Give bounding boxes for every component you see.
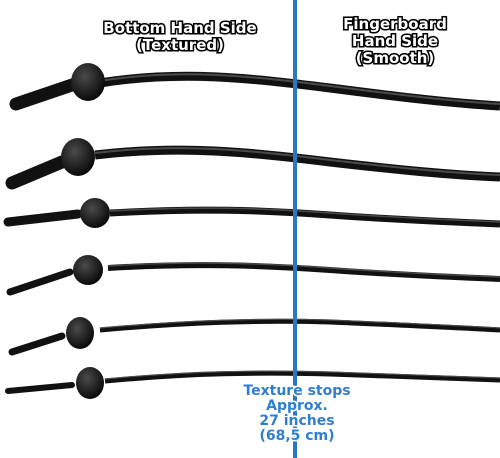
string-2 [5, 138, 500, 190]
note-line-2: Approx. [265, 397, 330, 415]
bottom-hand-side-title: Bottom Hand Side [102, 18, 258, 38]
texture-stop-note: Texture stops Approx. 27 inches (68,5 cm… [222, 382, 372, 445]
string-1 [9, 63, 500, 111]
string-6 [5, 367, 500, 399]
string-4 [6, 255, 500, 296]
bottom-hand-side-subtitle: (Textured) [135, 35, 226, 55]
bottom-hand-side-label: Bottom Hand Side (Textured) [80, 18, 280, 55]
note-line-1: Texture stops [242, 382, 352, 400]
string-5 [8, 317, 500, 356]
fingerboard-hand-side: Hand Side [350, 31, 439, 51]
fingerboard-hand-side-label: Fingerboard Hand Side (Smooth) [320, 14, 470, 68]
fingerboard-subtitle: (Smooth) [354, 48, 436, 68]
note-line-4: (68,5 cm) [258, 427, 336, 445]
string-3 [3, 198, 500, 228]
fingerboard-title: Fingerboard [342, 14, 449, 34]
note-line-3: 27 inches [258, 412, 336, 430]
texture-divider-line [293, 0, 297, 458]
